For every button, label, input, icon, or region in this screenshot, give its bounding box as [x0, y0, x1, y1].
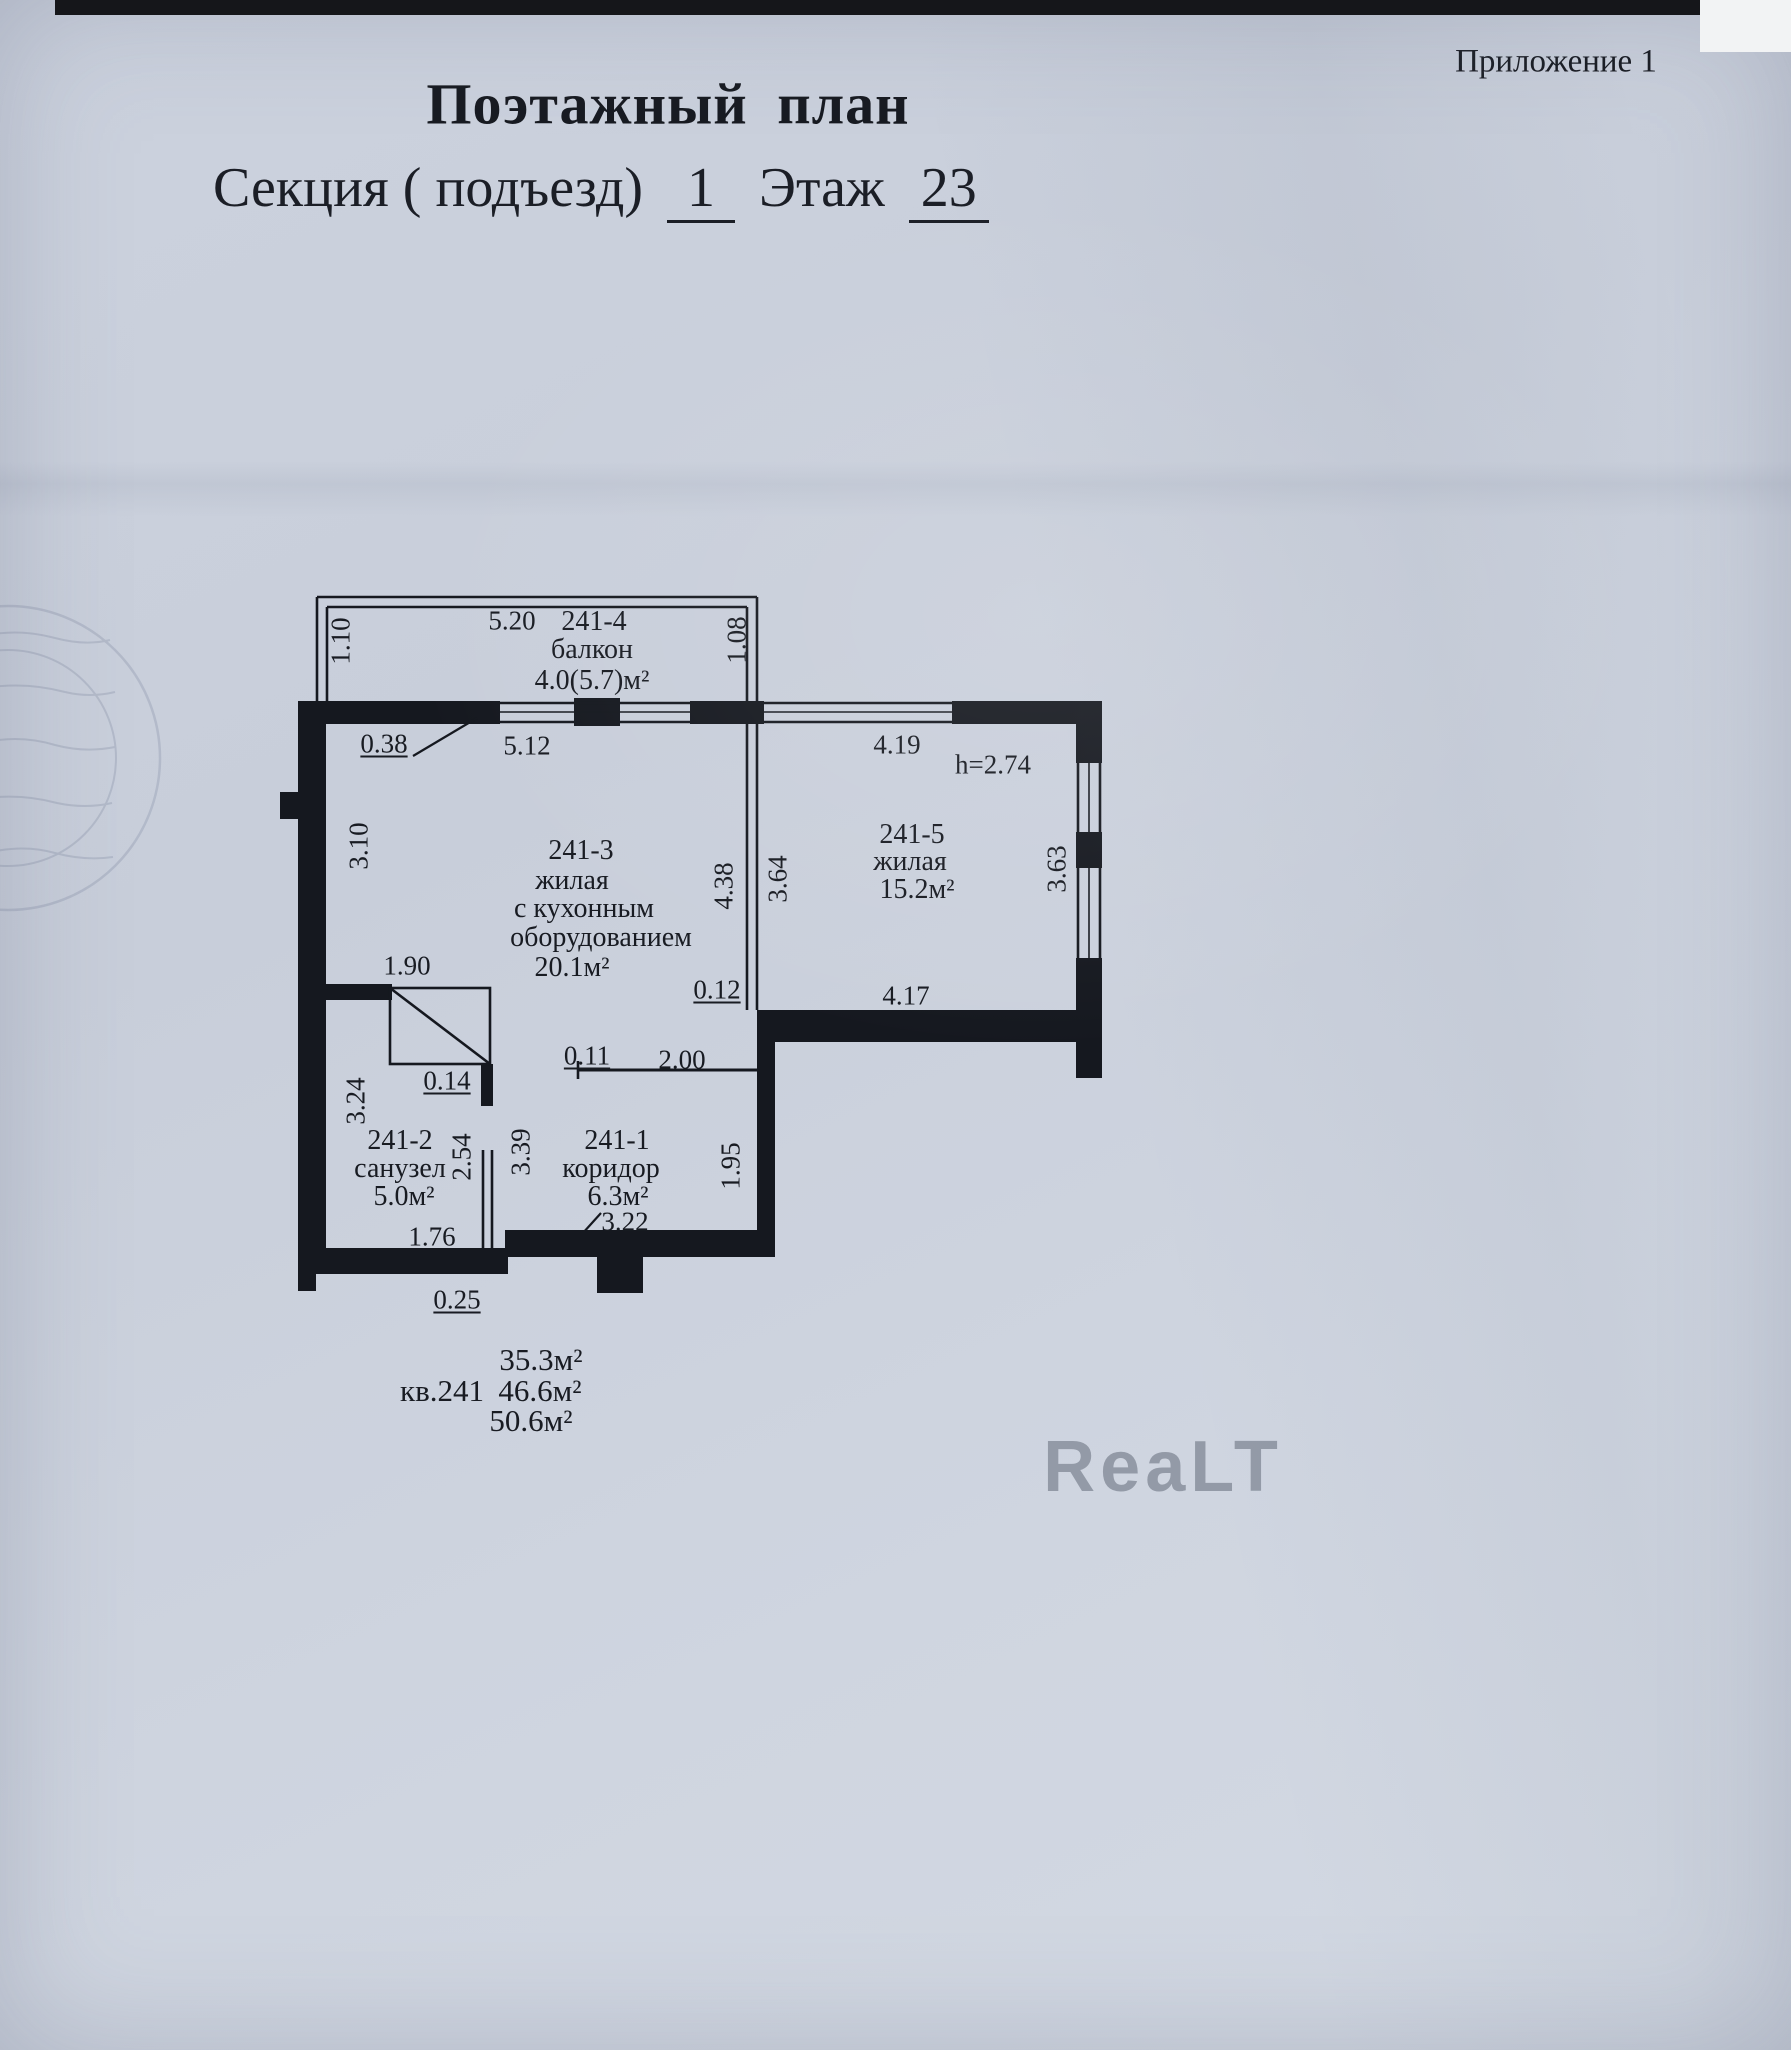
dim-balcony-right: 1.08: [721, 616, 752, 664]
dim-wall-thickness-014: 0.14: [423, 1065, 471, 1096]
room-corridor-name: коридор: [562, 1153, 660, 1184]
floor-value: 23: [908, 156, 989, 223]
dim-room5-364: 3.64: [762, 855, 793, 903]
dim-corridor-bottom-322: 3.22: [601, 1206, 649, 1237]
exterior-walls: [280, 698, 1102, 1293]
room-living-kitchen-line3: оборудованием: [510, 922, 692, 953]
dim-window-419: 4.19: [873, 729, 921, 760]
room-living-kitchen-id: 241-3: [548, 835, 614, 866]
dim-bath-left-324: 3.24: [340, 1077, 371, 1125]
photo-top-edge: [55, 0, 1700, 15]
dim-corridor-339: 3.39: [505, 1128, 536, 1176]
room-living-area: 15.2м²: [879, 874, 955, 905]
room-living-kitchen-line1: жилая: [535, 865, 609, 896]
room-living-name: жилая: [873, 846, 947, 877]
page-title: Поэтажный план: [426, 71, 910, 137]
windows: [500, 701, 1102, 958]
dim-wall-thickness-012: 0.12: [693, 974, 741, 1005]
room-corridor-id: 241-1: [584, 1125, 650, 1156]
photo-corner-highlight: [1700, 0, 1791, 52]
dim-right-363: 3.63: [1041, 845, 1072, 893]
ceiling-height-note: h=2.74: [955, 749, 1031, 780]
balcony-outline: [315, 595, 759, 702]
apartment-area-living: 35.3м²: [499, 1342, 583, 1377]
room-corridor-area: 6.3м²: [587, 1181, 649, 1212]
section-label: Секция ( подъезд): [213, 157, 644, 219]
realt-watermark-logo: ReaLT: [1043, 1427, 1283, 1507]
section-value: 1: [667, 156, 736, 223]
dim-bath-254: 2.54: [446, 1133, 477, 1181]
dim-room3-438: 4.38: [708, 862, 739, 910]
dim-corridor-195: 1.95: [715, 1142, 746, 1190]
dim-balcony-width: 5.20: [488, 605, 536, 636]
apartment-number: кв.241: [400, 1373, 484, 1408]
dim-opening-200: 2.00: [658, 1044, 706, 1075]
dim-bath-bottom-176: 1.76: [408, 1221, 456, 1252]
room-bathroom-area: 5.0м²: [373, 1181, 435, 1212]
dim-left-310: 3.10: [343, 822, 374, 870]
room-bathroom-name: санузел: [354, 1153, 446, 1184]
section-floor-line: Секция ( подъезд) 1 Этаж 23: [213, 156, 989, 223]
room-balcony-id: 241-4: [561, 606, 627, 637]
dim-shaft-190: 1.90: [383, 950, 431, 981]
dim-wall-thickness-038: 0.38: [360, 728, 408, 759]
dim-room5-bottom-417: 4.17: [882, 980, 930, 1011]
room-living-id: 241-5: [879, 819, 945, 850]
dim-wall-thickness-011: 0.11: [563, 1040, 611, 1071]
stamp-mark: [0, 604, 162, 912]
room-living-kitchen-area: 20.1м²: [534, 952, 610, 983]
dim-wall-thickness-025: 0.25: [433, 1284, 481, 1315]
room-balcony-area: 4.0(5.7)м²: [534, 665, 650, 696]
dim-window-512: 5.12: [503, 730, 551, 761]
floor-label: Этаж: [759, 157, 885, 219]
dim-balcony-left: 1.10: [325, 617, 356, 665]
leader-lines: [412, 717, 602, 1245]
shaft-box: [388, 986, 492, 1066]
apartment-area-total: 46.6м²: [498, 1373, 582, 1408]
appendix-note: Приложение 1: [1455, 43, 1657, 80]
room-living-kitchen-line2: с кухонным: [513, 893, 655, 924]
apartment-area-with-balcony: 50.6м²: [489, 1403, 573, 1438]
room-balcony-name: балкон: [550, 634, 634, 665]
interior-partitions: [481, 724, 759, 1248]
room-bathroom-id: 241-2: [367, 1125, 433, 1156]
